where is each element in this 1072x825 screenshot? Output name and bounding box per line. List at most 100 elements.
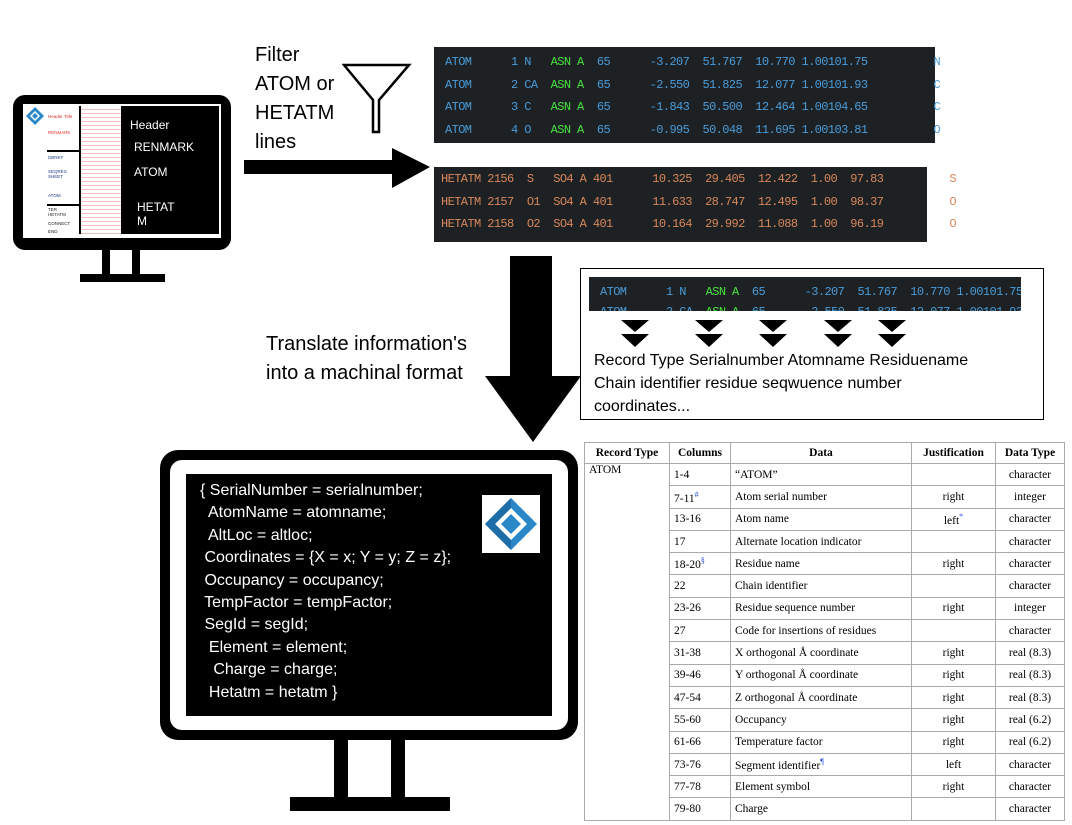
atom-line-serial: 1 (484, 55, 525, 69)
columns-cell: 1-4 (669, 462, 731, 487)
field-pointers (581, 319, 1041, 349)
record-code-line: SegId = segId; (200, 616, 309, 634)
chevron-down-icon (824, 320, 852, 347)
justification-cell: left (911, 752, 996, 777)
data-type-cell: real (8.3) (995, 685, 1065, 710)
data-type-cell: character (995, 574, 1065, 598)
chevron-down-icon (759, 320, 787, 347)
atom-lines-panel: ATOM 1 N ASN A 65 -3.207 51.767 10.770 1… (434, 47, 941, 143)
data-cell: Y orthogonal Å coordinate (730, 663, 912, 687)
columns-cell: 61-66 (669, 730, 731, 754)
filter-label: Filter ATOM or HETATM lines (255, 41, 334, 157)
justification-cell: right (911, 552, 996, 576)
filter-label-line-3: HETATM (255, 102, 335, 124)
atom-line: ATOM 2 CA ASN A 65 -2.550 51.825 12.077 … (600, 304, 1021, 311)
hetatm-line-name: O2 (526, 217, 554, 231)
atom-line-coords: -0.995 50.048 11.695 1.00103.81 (610, 122, 868, 137)
hetatm-line-residue: SO4 A 401 (553, 172, 613, 186)
translate-label-line-1: Translate information's (266, 333, 467, 355)
columns-cell: 17 (669, 529, 731, 554)
footnote-mark: * (959, 511, 964, 521)
col-header-justification: Justification (911, 442, 996, 464)
data-type-cell: real (8.3) (995, 641, 1065, 665)
translate-label: Translate information's into a machinal … (266, 330, 467, 388)
pdb-file-monitor: Header Title RENMARK DBREF SEQRES SHEET … (13, 95, 231, 250)
hetatm-line-serial: 2157 (487, 194, 527, 209)
data-type-cell: integer (995, 485, 1065, 509)
atom-line-residue: ASN A (550, 100, 585, 114)
data-cell: Atom name (730, 507, 912, 531)
footnote-mark: # (694, 489, 699, 499)
atom-line-record: ATOM (445, 55, 485, 69)
translate-label-line-2: into a machinal format (266, 362, 463, 384)
pdb-file-screen: Header Title RENMARK DBREF SEQRES SHEET … (23, 104, 221, 238)
col-header-record-type: Record Type (584, 442, 670, 464)
record-code-line: { SerialNumber = serialnumber; (200, 482, 423, 499)
columns-cell: 31-38 (669, 641, 731, 665)
atom-line-element: C (867, 100, 941, 114)
atom-line-name: O (524, 122, 551, 137)
data-cell: Element symbol (730, 775, 912, 799)
mini-end: END (48, 229, 58, 234)
hetatm-line-coords: 10.164 29.992 11.088 1.00 96.19 (612, 217, 884, 231)
atom-line-residue: ASN A (550, 122, 585, 137)
record-code-line: Occupancy = occupancy; (200, 571, 384, 589)
fsharp-logo-icon (485, 498, 537, 550)
data-cell: Residue name (730, 552, 912, 576)
data-cell: X orthogonal Å coordinate (730, 641, 912, 665)
field-text-line-3: coordinates... (594, 398, 691, 415)
data-cell: Occupancy (730, 708, 912, 732)
big-stand-left (334, 740, 348, 800)
atom-line-coords: -3.207 51.767 10.770 1.00101.75 (610, 55, 868, 69)
atom-line-residue: ASN A (550, 77, 585, 92)
record-code-line: AtomName = atomname; (200, 504, 387, 522)
chevron-down-icon (695, 320, 723, 347)
hetatm-line-element: S (883, 172, 956, 186)
justification-cell: right (911, 708, 996, 732)
columns-cell: 13-16 (669, 507, 731, 531)
atom-line-residue: ASN A (705, 285, 740, 299)
data-type-cell: character (995, 462, 1065, 487)
atom-line-element: C (867, 77, 941, 92)
big-stand-base (290, 797, 450, 811)
data-cell: Alternate location indicator (730, 529, 912, 554)
stand-left (102, 250, 110, 276)
chevron-down-icon (621, 320, 649, 347)
mini-seqres-sheet: SEQRES SHEET (48, 169, 67, 179)
filter-label-line-1: Filter (255, 44, 300, 66)
atom-line-record: ATOM (600, 305, 640, 311)
data-cell: Atom serial number (730, 485, 912, 509)
atom-line-seq: 65 (583, 55, 611, 69)
hetatm-line-record: HETATM (441, 172, 488, 186)
data-cell: Charge (730, 797, 912, 821)
atom-line-coords: -2.550 51.825 12.077 1.00101.93 (610, 77, 868, 92)
justification-cell (911, 462, 996, 487)
hetatm-line-serial: 2158 (487, 217, 527, 231)
code-screen: { SerialNumber = serialnumber; AtomName … (186, 474, 552, 716)
justification-cell (911, 574, 996, 598)
label-m: M (137, 214, 147, 228)
atom-line-serial: 4 (484, 122, 525, 137)
hetatm-line-residue: SO4 A 401 (553, 217, 613, 231)
funnel-icon (342, 63, 412, 134)
data-cell: Code for insertions of residues (730, 619, 912, 643)
atom-line-record: ATOM (445, 77, 485, 92)
atom-record-spec-table: Record Type Columns Data Justification D… (584, 442, 1065, 821)
atom-line-serial: 3 (484, 100, 525, 114)
stand-base (80, 274, 165, 282)
hetatm-line-element: O (883, 194, 956, 209)
record-field-text: Record Type Serialnumber Atomname Residu… (594, 349, 968, 418)
columns-cell: 23-26 (669, 596, 731, 621)
pdb-file-panel: Header Title RENMARK DBREF SEQRES SHEET … (47, 106, 219, 234)
hetatm-line-record: HETATM (441, 217, 488, 231)
hetatm-line-coords: 11.633 28.747 12.495 1.00 98.37 (612, 194, 884, 209)
field-text-line-2: Chain identifier residue seqwuence numbe… (594, 375, 902, 392)
record-type-cell: ATOM (584, 463, 670, 821)
